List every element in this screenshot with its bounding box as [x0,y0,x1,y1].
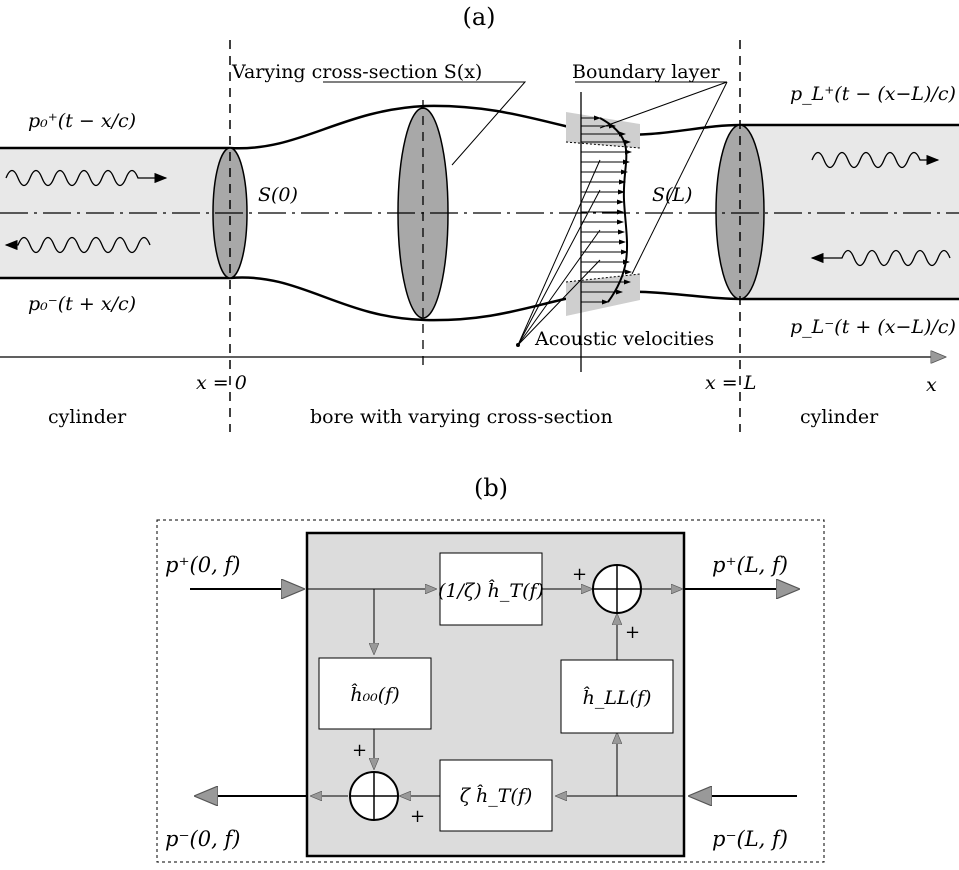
label-sl: S(L) [652,184,692,206]
label-boundary-layer: Boundary layer [572,61,721,83]
label-pl-minus: p_L⁻(t + (x−L)/c) [790,316,956,338]
label-p-plus-l: p⁺(L, f) [712,553,788,577]
block-hll-label: ĥ_LL(f) [583,686,652,709]
block-top: (1/ζ) ĥ_T(f) [438,552,544,626]
label-varying-cross-section: Varying cross-section S(x) [231,61,482,83]
boundary-layer-bottom [566,274,640,316]
wave-p0-plus [5,169,168,187]
wave-pl-minus [810,249,951,267]
panel-b: (b) (1/ζ) ĥ_T(f) ĥ₀₀(f) [156,474,825,863]
plus-top-left: + [572,564,587,585]
block-h00: ĥ₀₀(f) [318,657,432,730]
boundary-layer-top [566,112,640,148]
label-cylinder-right: cylinder [800,406,879,428]
signal-lines [190,589,798,796]
plus-bottom-right: + [410,806,425,827]
sum-top [592,564,642,614]
label-p-minus-0: p⁻(0, f) [165,827,240,851]
label-cylinder-left: cylinder [48,406,127,428]
label-s0: S(0) [258,184,298,206]
block-bottom-label: ζ ĥ_T(f) [460,784,533,807]
label-xl: x = L [705,372,756,394]
right-cylinder [740,125,959,299]
bore-upper-wall [229,104,741,150]
leader-lines [323,81,728,346]
panel-b-label: (b) [474,474,508,502]
label-x0: x = 0 [196,372,247,394]
label-bore: bore with varying cross-section [310,406,613,428]
plus-bottom-above: + [352,740,367,761]
label-x-axis: x [926,374,937,396]
wave-p0-minus [4,236,151,254]
wave-pl-plus [811,151,940,169]
velocity-profile [581,115,632,305]
label-acoustic-velocities: Acoustic velocities [534,328,714,350]
block-h00-label: ĥ₀₀(f) [350,683,399,706]
plus-top-below: + [625,622,640,643]
panel-a-label: (a) [462,3,495,31]
label-p-minus-l: p⁻(L, f) [712,827,788,851]
sum-bottom [349,771,399,821]
block-bottom: ζ ĥ_T(f) [439,759,553,832]
block-top-label: (1/ζ) ĥ_T(f) [438,579,544,602]
label-pl-plus: p_L⁺(t − (x−L)/c) [790,83,956,105]
label-p-plus-0: p⁺(0, f) [165,553,240,577]
block-hll: ĥ_LL(f) [560,659,674,734]
label-p0-plus: p₀⁺(t − x/c) [28,110,136,132]
panel-a: (a) [0,3,959,432]
label-p0-minus: p₀⁻(t + x/c) [28,293,136,315]
bore-lower-wall [229,276,741,322]
